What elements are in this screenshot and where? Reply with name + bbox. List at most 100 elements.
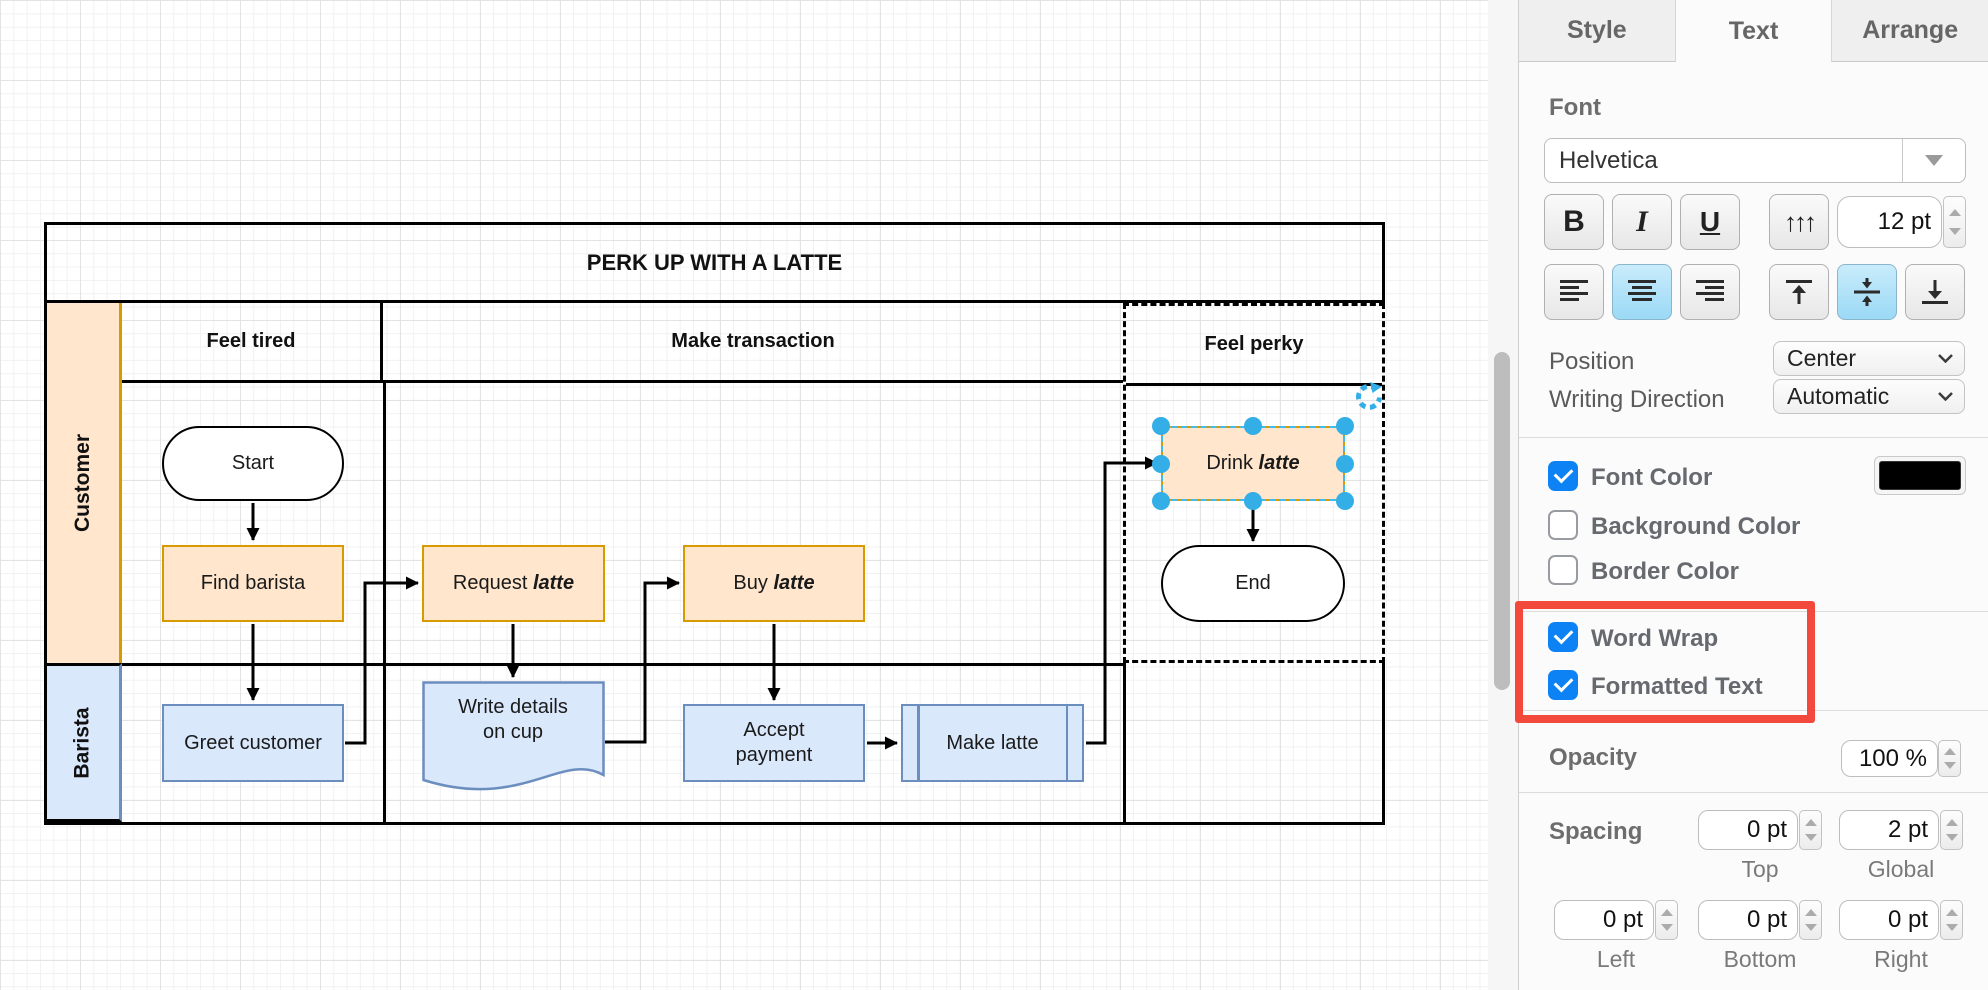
phase-header-make-transaction[interactable]: Make transaction xyxy=(383,303,1123,383)
spacing-bottom-input[interactable] xyxy=(1698,900,1798,940)
diagram-canvas[interactable]: PERK UP WITH A LATTE Feel tired Make tra… xyxy=(0,0,1488,990)
subprocess-bar-right xyxy=(1065,706,1068,780)
red-annotation-box xyxy=(1515,601,1815,723)
format-tabbar: Style Text Arrange xyxy=(1519,0,1988,62)
formatted-text-label: Formatted Text xyxy=(1591,673,1763,700)
node-start[interactable]: Start xyxy=(162,426,344,501)
bold-button[interactable]: B xyxy=(1544,194,1604,250)
font-color-checkbox[interactable] xyxy=(1548,461,1578,491)
font-size-input[interactable] xyxy=(1837,196,1942,248)
node-request-latte[interactable]: Request latte xyxy=(422,545,605,622)
font-color-label: Font Color xyxy=(1591,464,1713,491)
font-size-stepper[interactable] xyxy=(1943,196,1966,248)
document-shape-icon xyxy=(422,681,605,791)
spacing-global-input[interactable] xyxy=(1839,810,1939,850)
border-color-label: Border Color xyxy=(1591,558,1740,585)
pool-bottom-edge xyxy=(44,822,1385,825)
writing-direction-value: Automatic xyxy=(1787,383,1890,409)
chevron-down-icon xyxy=(1925,155,1943,166)
font-family-dropdown-button[interactable] xyxy=(1902,139,1965,182)
spacing-global-caption: Global xyxy=(1867,856,1935,882)
word-wrap-checkbox[interactable] xyxy=(1548,622,1578,652)
lane-label-barista[interactable]: Barista xyxy=(44,663,122,822)
node-drink-latte[interactable]: Drink latte xyxy=(1161,426,1345,501)
selection-handle-w[interactable] xyxy=(1152,454,1170,473)
italic-button[interactable]: I xyxy=(1612,194,1672,250)
tab-style[interactable]: Style xyxy=(1519,0,1675,62)
vertical-text-button[interactable]: ↑↑↑ xyxy=(1769,194,1829,250)
spacing-bottom-caption: Bottom xyxy=(1723,946,1797,972)
node-accept-payment[interactable]: Accept payment xyxy=(683,704,865,782)
tab-arrange[interactable]: Arrange xyxy=(1832,0,1988,62)
selection-handle-sw[interactable] xyxy=(1152,492,1170,510)
arrows-up-icon: ↑↑↑ xyxy=(1784,206,1817,237)
position-label: Position xyxy=(1549,348,1635,375)
spacing-left-caption: Left xyxy=(1596,946,1636,972)
position-select[interactable]: Center xyxy=(1773,341,1965,376)
selection-handle-e[interactable] xyxy=(1336,454,1354,473)
selection-handle-nw[interactable] xyxy=(1152,417,1170,435)
border-color-checkbox[interactable] xyxy=(1548,555,1578,585)
font-color-swatch-button[interactable] xyxy=(1874,456,1966,495)
spacing-right-input[interactable] xyxy=(1839,900,1939,940)
pool-title-cell[interactable]: PERK UP WITH A LATTE xyxy=(44,222,1385,303)
selection-handle-n[interactable] xyxy=(1244,417,1262,435)
triangle-down-icon xyxy=(1660,924,1673,931)
subprocess-bar-left xyxy=(917,706,920,780)
valign-top-button[interactable] xyxy=(1769,264,1829,320)
selection-handle-ne[interactable] xyxy=(1336,417,1354,435)
rotate-icon[interactable] xyxy=(1353,382,1383,412)
triangle-down-icon xyxy=(1948,228,1961,235)
font-family-select[interactable]: Helvetica xyxy=(1544,138,1966,183)
color-swatch xyxy=(1879,461,1961,490)
background-color-checkbox[interactable] xyxy=(1548,510,1578,540)
align-center-button[interactable] xyxy=(1612,264,1672,320)
align-left-icon xyxy=(1560,280,1588,301)
node-find-barista[interactable]: Find barista xyxy=(162,545,344,622)
underline-button[interactable]: U xyxy=(1680,194,1740,250)
background-color-label: Background Color xyxy=(1591,513,1801,540)
lane-label-customer[interactable]: Customer xyxy=(44,303,122,663)
phase-header-feel-tired[interactable]: Feel tired xyxy=(122,303,383,383)
spacing-bottom-stepper[interactable] xyxy=(1799,900,1822,940)
opacity-input[interactable] xyxy=(1841,740,1938,777)
valign-bottom-button[interactable] xyxy=(1905,264,1965,320)
align-right-button[interactable] xyxy=(1680,264,1740,320)
spacing-global-stepper[interactable] xyxy=(1940,810,1963,850)
divider xyxy=(1519,437,1988,438)
divider xyxy=(1519,792,1988,793)
triangle-up-icon xyxy=(1804,819,1817,826)
selection-handle-s[interactable] xyxy=(1244,492,1262,510)
valign-middle-button[interactable] xyxy=(1837,264,1897,320)
triangle-down-icon xyxy=(1804,924,1817,931)
pool-right-edge xyxy=(1382,663,1385,822)
phase-header-feel-perky[interactable]: Feel perky xyxy=(1126,306,1382,386)
node-make-latte[interactable]: Make latte xyxy=(901,704,1084,782)
spacing-left-input[interactable] xyxy=(1554,900,1654,940)
node-end[interactable]: End xyxy=(1161,545,1345,622)
font-family-value: Helvetica xyxy=(1559,146,1658,174)
node-buy-latte[interactable]: Buy latte xyxy=(683,545,865,622)
writing-direction-select[interactable]: Automatic xyxy=(1773,379,1965,414)
position-value: Center xyxy=(1787,345,1857,371)
chevron-down-icon xyxy=(1938,392,1953,401)
tab-text[interactable]: Text xyxy=(1674,0,1833,62)
selection-handle-se[interactable] xyxy=(1336,492,1354,510)
opacity-stepper[interactable] xyxy=(1938,740,1961,777)
spacing-left-stepper[interactable] xyxy=(1655,900,1678,940)
spacing-right-stepper[interactable] xyxy=(1940,900,1963,940)
chevron-down-icon xyxy=(1938,354,1953,363)
align-left-button[interactable] xyxy=(1544,264,1604,320)
triangle-down-icon xyxy=(1945,924,1958,931)
align-right-icon xyxy=(1696,280,1724,301)
formatted-text-checkbox[interactable] xyxy=(1548,670,1578,700)
spacing-top-input[interactable] xyxy=(1698,810,1798,850)
vertical-scrollbar[interactable] xyxy=(1494,352,1510,690)
spacing-top-stepper[interactable] xyxy=(1799,810,1822,850)
phase-divider-2-lower xyxy=(1123,663,1126,822)
triangle-up-icon xyxy=(1660,909,1673,916)
spacing-top-caption: Top xyxy=(1741,856,1779,882)
node-greet-customer[interactable]: Greet customer xyxy=(162,704,344,782)
node-write-details[interactable]: Write details on cup xyxy=(422,681,605,801)
